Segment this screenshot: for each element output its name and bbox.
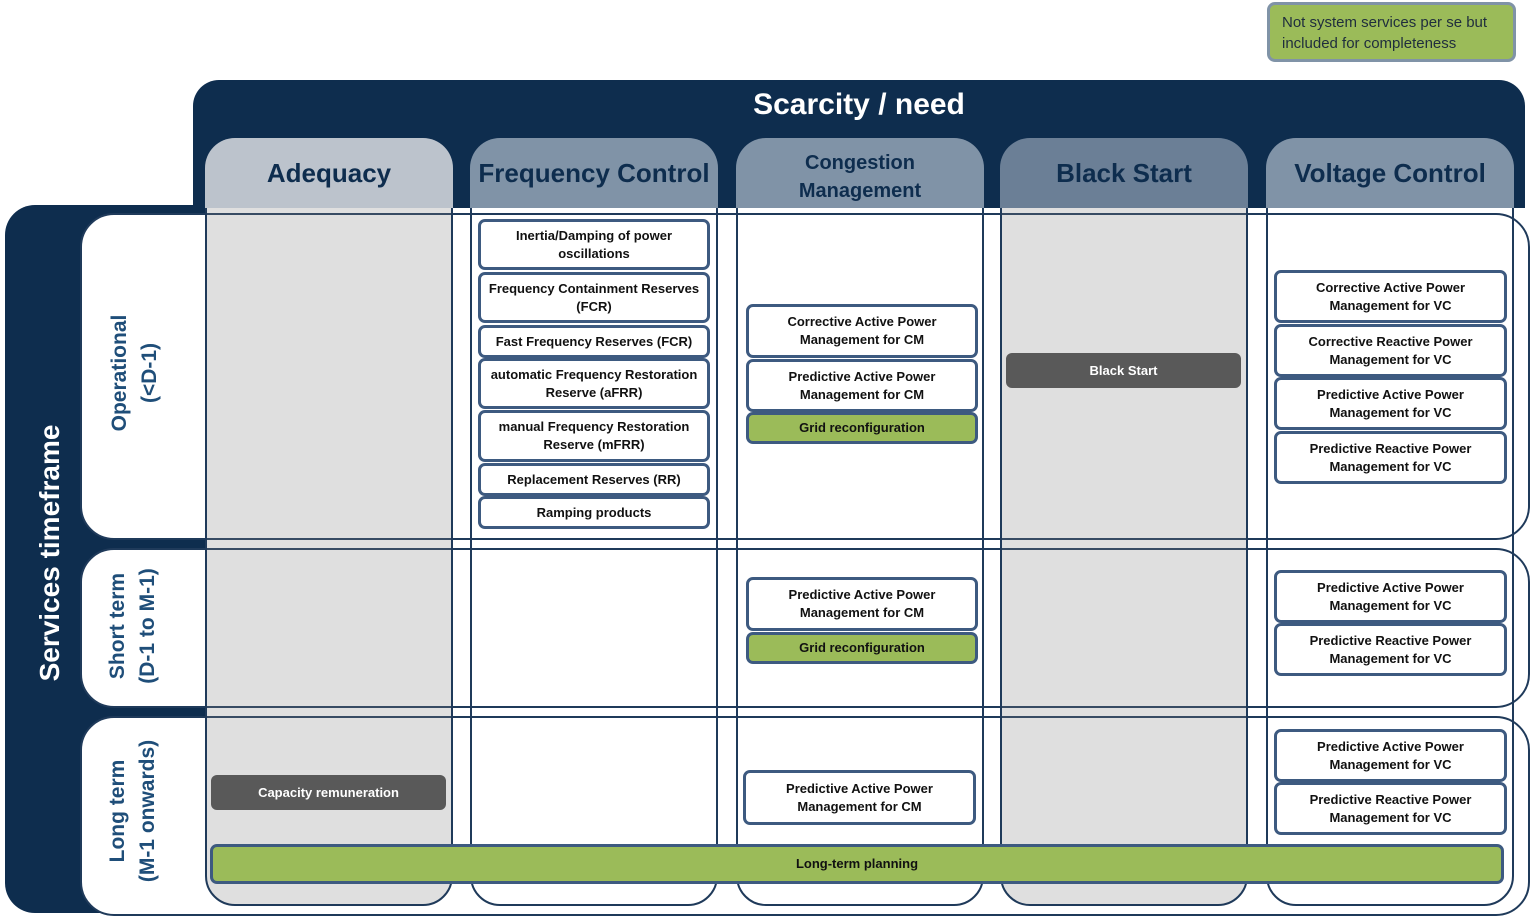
service-box: Ramping products bbox=[478, 496, 710, 529]
service-box: Predictive Reactive Power Management for… bbox=[1274, 623, 1507, 676]
row-label-long-term-line2: (M-1 onwards) bbox=[136, 739, 159, 883]
service-box: Predictive Active Power Management for C… bbox=[746, 359, 978, 412]
row-label-short-term-line1: Short term bbox=[106, 572, 129, 680]
row-label-short-term-line2: (D-1 to M-1) bbox=[136, 568, 159, 684]
row-label-long-term-line1: Long term bbox=[106, 759, 129, 863]
service-box: Predictive Reactive Power Management for… bbox=[1274, 782, 1507, 835]
column-header-congestion-management: Congestion Management bbox=[736, 138, 984, 208]
row-label-operational: Operational (<D-1) bbox=[105, 315, 165, 432]
timeframe-title: Services timeframe bbox=[34, 424, 65, 682]
column-black-start bbox=[1000, 138, 1248, 906]
legend-text-line1: Not system services per se but bbox=[1282, 14, 1488, 31]
column-header-congestion-line2: Management bbox=[798, 180, 922, 202]
service-box: Predictive Active Power Management for V… bbox=[1274, 570, 1507, 623]
row-label-operational-line2: (<D-1) bbox=[138, 342, 161, 404]
grid-reconfiguration-box: Grid reconfiguration bbox=[746, 412, 978, 444]
service-box: Corrective Active Power Management for C… bbox=[746, 304, 978, 358]
black-start-box: Black Start bbox=[1006, 353, 1241, 388]
service-box: Corrective Reactive Power Management for… bbox=[1274, 324, 1507, 377]
service-box: Inertia/Damping of power oscillations bbox=[478, 219, 710, 270]
column-header-black-start: Black Start bbox=[1000, 138, 1248, 208]
service-box: Predictive Active Power Management for V… bbox=[1274, 377, 1507, 430]
row-label-operational-line1: Operational bbox=[108, 314, 131, 432]
column-header-voltage-control: Voltage Control bbox=[1266, 138, 1514, 208]
service-box: manual Frequency Restoration Reserve (mF… bbox=[478, 410, 710, 462]
service-box: Replacement Reserves (RR) bbox=[478, 463, 710, 496]
legend-text-line2: included for completeness bbox=[1282, 35, 1457, 52]
capacity-remuneration-box: Capacity remuneration bbox=[211, 775, 446, 810]
column-header-frequency-control: Frequency Control bbox=[470, 138, 718, 208]
service-box: automatic Frequency Restoration Reserve … bbox=[478, 358, 710, 409]
long-term-planning-bar: Long-term planning bbox=[210, 844, 1504, 884]
column-header-adequacy: Adequacy bbox=[205, 138, 453, 208]
service-box: Predictive Active Power Management for V… bbox=[1274, 729, 1507, 782]
service-box: Predictive Reactive Power Management for… bbox=[1274, 431, 1507, 484]
row-label-long-term: Long term (M-1 onwards) bbox=[103, 740, 163, 882]
service-box: Predictive Active Power Management for C… bbox=[743, 770, 976, 825]
row-label-short-term: Short term (D-1 to M-1) bbox=[103, 568, 163, 683]
service-box: Fast Frequency Reserves (FCR) bbox=[478, 325, 710, 358]
legend-box: Not system services per se but included … bbox=[1267, 2, 1516, 62]
scarcity-title: Scarcity / need bbox=[753, 88, 965, 121]
column-header-congestion-line1: Congestion bbox=[805, 152, 915, 174]
service-box: Predictive Active Power Management for C… bbox=[746, 577, 978, 631]
grid-reconfiguration-box: Grid reconfiguration bbox=[746, 632, 978, 664]
service-box: Frequency Containment Reserves (FCR) bbox=[478, 272, 710, 323]
service-box: Corrective Active Power Management for V… bbox=[1274, 270, 1507, 323]
